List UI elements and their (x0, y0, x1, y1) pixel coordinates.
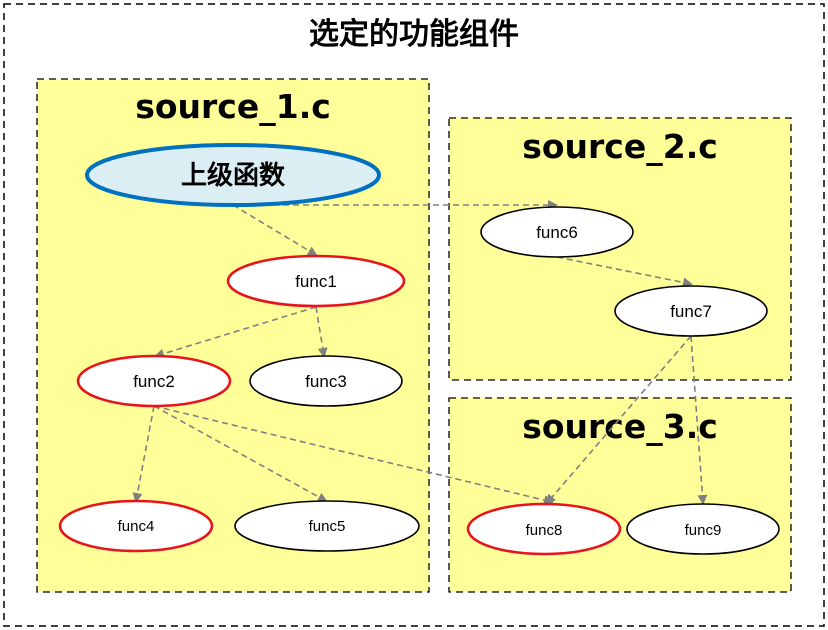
call-arrows (132, 200, 708, 505)
call-arrow-top-func1 (232, 204, 318, 257)
file-box-source-3: source_3.c (448, 397, 792, 593)
function-label-func4: func4 (118, 518, 155, 535)
call-arrow-func2-func4 (132, 405, 155, 503)
function-node-func2[interactable]: func2 (76, 354, 232, 408)
function-node-func6[interactable]: func6 (480, 206, 634, 258)
function-node-func9[interactable]: func9 (626, 503, 780, 555)
function-node-func5[interactable]: func5 (234, 500, 420, 552)
function-node-func4[interactable]: func4 (58, 499, 214, 553)
call-arrow-func7-func9 (690, 335, 708, 505)
function-node-func1[interactable]: func1 (226, 254, 406, 308)
function-label-func7: func7 (670, 302, 712, 321)
function-node-func3[interactable]: func3 (249, 355, 403, 407)
call-arrow-func1-func2 (154, 306, 317, 359)
function-node-func7[interactable]: func7 (614, 285, 768, 337)
top-function-label: 上级函数 (181, 160, 286, 191)
function-label-func8: func8 (526, 522, 563, 539)
function-label-func2: func2 (133, 372, 175, 391)
call-arrow-func1-func3 (315, 306, 328, 358)
file-name-source-3: source_3.c (522, 407, 718, 446)
call-arrow-func7-func8 (545, 335, 692, 505)
function-label-func1: func1 (295, 272, 337, 291)
diagram-title: 选定的功能组件 (309, 17, 519, 52)
function-label-func3: func3 (305, 372, 347, 391)
call-arrow-func6-func7 (556, 256, 693, 288)
function-label-func9: func9 (685, 522, 722, 539)
function-node-func8[interactable]: func8 (466, 502, 622, 556)
call-arrow-func2-func8 (153, 405, 554, 505)
function-label-func5: func5 (309, 518, 346, 535)
file-name-source-1: source_1.c (135, 87, 331, 126)
file-name-source-2: source_2.c (522, 127, 718, 166)
function-label-func6: func6 (536, 223, 578, 242)
top-function-node[interactable]: 上级函数 (85, 143, 381, 207)
call-arrow-func2-func5 (153, 405, 328, 502)
